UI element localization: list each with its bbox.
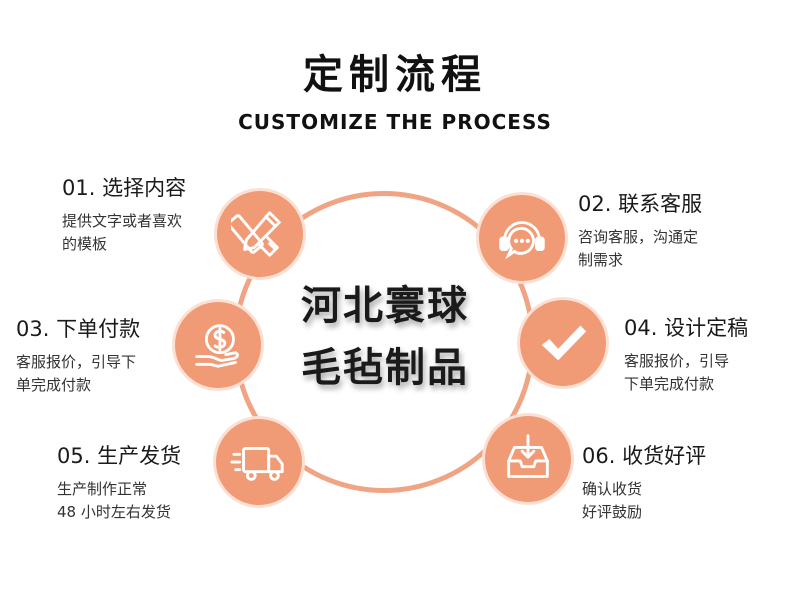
pencil-ruler-icon xyxy=(231,211,281,257)
step-2-desc-line-2: 制需求 xyxy=(578,251,624,269)
step-3-desc-line-2: 单完成付款 xyxy=(16,376,92,394)
step-4-node xyxy=(520,300,606,386)
step-5-desc-line-1: 生产制作正常 xyxy=(57,480,148,498)
check-icon xyxy=(541,325,587,361)
step-5-node xyxy=(216,419,302,505)
step-2: 02. 联系客服 咨询客服，沟通定 制需求 xyxy=(578,188,702,272)
step-6-title: 06. 收货好评 xyxy=(582,444,707,468)
step-6-desc-line-2: 好评鼓励 xyxy=(582,503,643,521)
step-1: 01. 选择内容 提供文字或者喜欢 的模板 xyxy=(62,172,186,256)
step-3: 03. 下单付款 客服报价，引导下 单完成付款 xyxy=(16,313,140,397)
center-line-2: 毛毡制品 xyxy=(301,344,469,391)
step-3-desc: 客服报价，引导下 单完成付款 xyxy=(16,351,140,397)
step-5-desc-line-2: 48 小时左右发货 xyxy=(57,503,171,521)
step-1-desc-line-2: 的模板 xyxy=(62,235,108,253)
truck-icon xyxy=(230,447,284,481)
step-2-desc-line-1: 咨询客服，沟通定 xyxy=(578,228,699,246)
center-line-1: 河北寰球 xyxy=(301,282,469,329)
step-6-node xyxy=(485,416,571,502)
step-1-desc-line-1: 提供文字或者喜欢 xyxy=(62,212,183,230)
step-6: 06. 收货好评 确认收货 好评鼓励 xyxy=(582,440,706,524)
coin-hand-icon xyxy=(195,324,239,368)
inbox-icon xyxy=(507,434,549,478)
step-6-desc-line-1: 确认收货 xyxy=(582,480,643,498)
center-label: 河北寰球 毛毡制品 xyxy=(260,275,510,399)
step-2-desc: 咨询客服，沟通定 制需求 xyxy=(578,226,702,272)
step-4-desc-line-1: 客服报价，引导 xyxy=(624,352,730,370)
step-3-desc-line-1: 客服报价，引导下 xyxy=(16,353,137,371)
step-2-node xyxy=(479,195,565,281)
step-3-node xyxy=(175,302,261,388)
step-4-desc: 客服报价，引导 下单完成付款 xyxy=(624,350,748,396)
step-3-title: 03. 下单付款 xyxy=(16,317,141,341)
step-5-title: 05. 生产发货 xyxy=(57,444,182,468)
step-6-desc: 确认收货 好评鼓励 xyxy=(582,478,706,524)
step-4-title: 04. 设计定稿 xyxy=(624,316,749,340)
step-4-desc-line-2: 下单完成付款 xyxy=(624,375,715,393)
step-1-title: 01. 选择内容 xyxy=(62,176,187,200)
step-5: 05. 生产发货 生产制作正常 48 小时左右发货 xyxy=(57,440,181,524)
step-5-desc: 生产制作正常 48 小时左右发货 xyxy=(57,478,181,524)
page-title: 定制流程 xyxy=(303,52,487,98)
headset-chat-icon xyxy=(499,221,545,260)
step-4: 04. 设计定稿 客服报价，引导 下单完成付款 xyxy=(624,312,748,396)
step-1-desc: 提供文字或者喜欢 的模板 xyxy=(62,210,186,256)
step-1-node xyxy=(217,191,303,277)
page-subtitle: CUSTOMIZE THE PROCESS xyxy=(238,110,552,134)
step-2-title: 02. 联系客服 xyxy=(578,192,703,216)
